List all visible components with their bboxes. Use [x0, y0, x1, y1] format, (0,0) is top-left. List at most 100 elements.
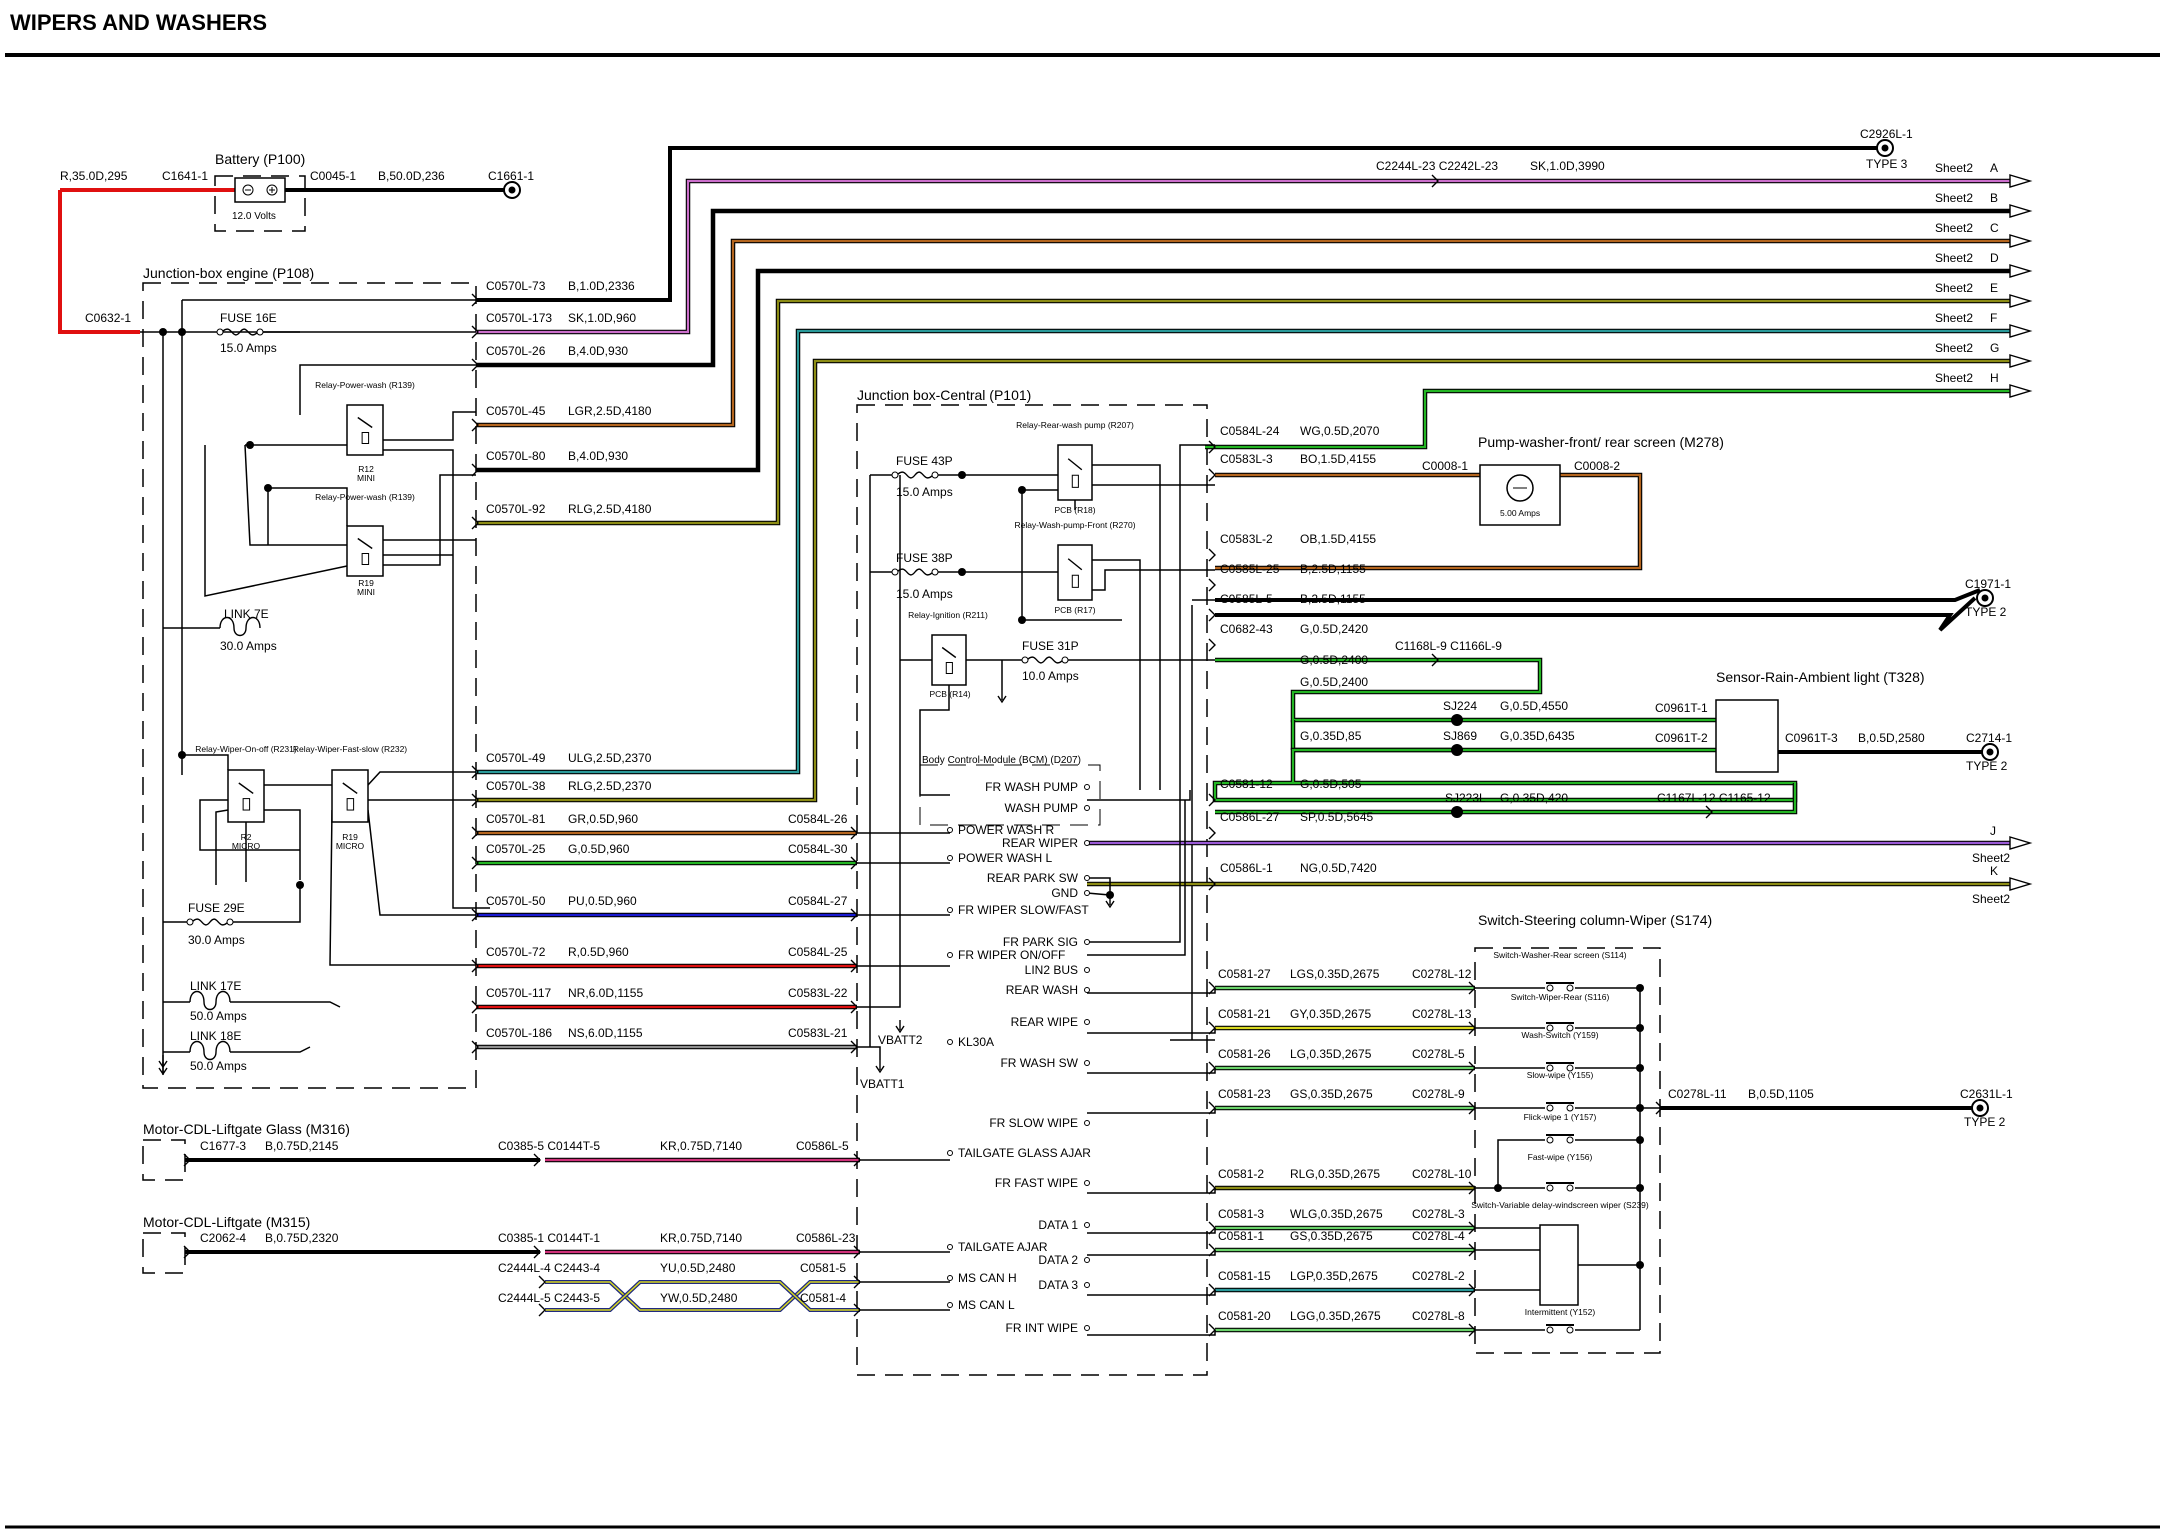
sheet-ref-letter: B: [1990, 191, 1998, 205]
connector-mark: [1208, 793, 1216, 807]
switch-wire-conn: C0581-20: [1218, 1309, 1271, 1323]
motor-liftgate-box: [142, 1232, 186, 1274]
connector-mark: [1468, 1061, 1476, 1075]
relay-pw2-icon: [357, 537, 373, 550]
bcm-pin-label: TAILGATE AJAR: [958, 1240, 1048, 1254]
sheet-ref-label: Sheet2: [1935, 281, 1973, 295]
engine-wire-end: C0583L-22: [788, 986, 848, 1000]
relay-rear-pcb: PCB (R18): [1054, 505, 1095, 515]
relay-wire: [199, 799, 300, 851]
connector-mark: [538, 1303, 546, 1317]
engine-wire-conn: C0570L-173: [486, 311, 552, 325]
switch-contact: [1566, 1064, 1574, 1072]
wire-sheet-f: [476, 329, 2010, 774]
wire-sheet-g: [476, 359, 2010, 802]
fuse-29e-icon: [186, 918, 194, 926]
sheet-arrow-k: [2009, 877, 2033, 891]
central-wire-spec: WG,0.5D,2070: [1300, 424, 1380, 438]
battery-conn-out: C0045-1: [310, 169, 356, 183]
motor-liftgate-wire: B,0.75D,2320: [265, 1231, 339, 1245]
link-18e-rating: 50.0 Amps: [190, 1059, 247, 1073]
connector-mark: [471, 765, 479, 779]
connector-mark: [1468, 981, 1476, 995]
switch-wire-conn: C0581-26: [1218, 1047, 1271, 1061]
link-7e-label: LINK 7E: [224, 607, 269, 621]
bcm-wire: [1087, 1028, 1216, 1034]
bcm-pin-dot: [1084, 1325, 1090, 1331]
connector-mark: [850, 1000, 858, 1014]
wire-to-c2926: [476, 146, 1880, 302]
relay-pw1-label: Relay-Power-wash (R139): [315, 380, 415, 390]
bcm-pin-label: FR SLOW WIPE: [989, 1116, 1078, 1130]
fuse-43p-icon: [891, 471, 899, 479]
bcm-pin-label: LIN2 BUS: [1025, 963, 1078, 977]
engine-wire-spec: PU,0.5D,960: [568, 894, 637, 908]
engine-wire-conn: C0570L-80: [486, 449, 546, 463]
engine-wire-spec: LGR,2.5D,4180: [568, 404, 652, 418]
relay-pw2-id: R19: [358, 578, 374, 588]
connector-mark: [1208, 1181, 1216, 1195]
wire-pump-out: [1215, 473, 1642, 570]
sj224-label: SJ224: [1443, 699, 1477, 713]
bcm-pin-dot: [947, 952, 953, 958]
bcm-pin-label: REAR WIPE: [1011, 1015, 1078, 1029]
central-wire-spec: B,2.5D,1155: [1300, 562, 1366, 576]
engine-wire-conn: C0570L-50: [486, 894, 546, 908]
connector-mark: [471, 463, 479, 477]
bcm-pin-label: FR WASH PUMP: [985, 780, 1078, 794]
sheet-arrow-a: [2009, 174, 2033, 188]
connector-mark: [850, 826, 858, 840]
relay-wire: [299, 364, 476, 415]
sensor-pin1: C0961T-1: [1655, 701, 1708, 715]
junction-dot: [264, 484, 272, 492]
switch-wire-conn: C0581-21: [1218, 1007, 1271, 1021]
splice-c1168: C1168L-9 C1166L-9: [1395, 639, 1502, 653]
fuse-31p-icon: [1061, 656, 1069, 664]
motor-liftgate-wire2: KR,0.75D,7140: [660, 1231, 742, 1245]
sheet-arrow-d: [2009, 264, 2033, 278]
top-splice-wire: SK,1.0D,3990: [1530, 159, 1605, 173]
sheet-arrow-g: [2009, 354, 2033, 368]
switch-wire-end: C0278L-2: [1412, 1269, 1465, 1283]
sensor-box: [1715, 699, 1779, 773]
bcm-pin-dot: [1084, 987, 1090, 993]
bcm-pin-dot: [1084, 1060, 1090, 1066]
c2926-conn: C2926L-1: [1860, 127, 1913, 141]
fuse-16e-icon: [221, 328, 259, 336]
connector-mark: [850, 908, 858, 922]
sheet-ref-letter: F: [1990, 311, 1997, 325]
switch-contact: [1566, 1326, 1574, 1334]
sheet-ref-label: Sheet2: [1935, 251, 1973, 265]
link-18e-wire: [230, 1046, 311, 1053]
engine-wire-conn: C0570L-92: [486, 502, 546, 516]
sheet-ref-label: Sheet2: [1935, 191, 1973, 205]
bcm-wire: [1087, 988, 1216, 994]
relay-fast-size: MICRO: [336, 841, 365, 851]
bcm-pin-dot: [1084, 1120, 1090, 1126]
switch-wire-spec: GS,0.35D,2675: [1290, 1229, 1373, 1243]
motor-liftgate-conn: C2062-4: [200, 1231, 246, 1245]
central-wire-spec: G,0.5D,505: [1300, 777, 1362, 791]
engine-wire-spec: R,0.5D,960: [568, 945, 629, 959]
central-wire: [1087, 444, 1215, 943]
relay-onoff-id: R2: [241, 832, 252, 842]
junction-central-label: Junction box-Central (P101): [857, 387, 1031, 403]
switch-sub-label: Switch-Wiper-Rear (S116): [1511, 992, 1610, 1002]
switch-sub-label: Wash-Switch (Y159): [1521, 1030, 1598, 1040]
connector-mark: [471, 908, 479, 922]
switch-wire-conn: C0581-27: [1218, 967, 1271, 981]
relay-pw2-icon: [361, 553, 370, 565]
link-17e-label: LINK 17E: [190, 979, 241, 993]
bcm-pin-label: POWER WASH L: [958, 851, 1053, 865]
relay-pw2-size: MINI: [357, 587, 375, 597]
bcm-wire: [1087, 1228, 1216, 1234]
fuse-43p-icon: [931, 471, 939, 479]
sheet-ref-letter: C: [1990, 221, 1999, 235]
sheet-ref-letter: J: [1990, 824, 1996, 838]
switch-wire-end: C0278L-8: [1412, 1309, 1465, 1323]
bcm-pin-dot: [1084, 805, 1090, 811]
bcm-pin-label: DATA 3: [1038, 1278, 1078, 1292]
switch-wire-conn: C0581-15: [1218, 1269, 1271, 1283]
engine-wire-spec: NR,6.0D,1155: [568, 986, 643, 1000]
junction-dot: [1018, 486, 1026, 494]
